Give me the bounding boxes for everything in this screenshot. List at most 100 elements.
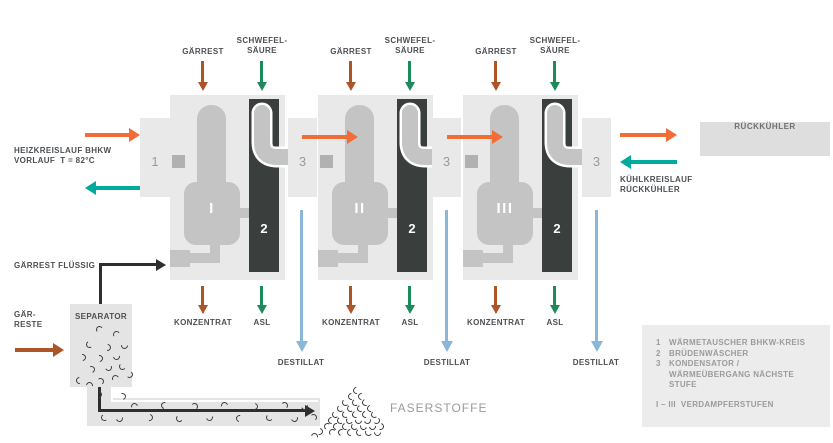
schwefelsaeure-line2: SÄURE bbox=[540, 45, 570, 55]
condenser-number: 3 bbox=[592, 154, 601, 169]
condenser-box: 3 bbox=[288, 118, 317, 197]
konzentrat-label: KONZENTRAT bbox=[173, 318, 232, 327]
legend-text: BRÜDENWÄSCHER bbox=[669, 348, 749, 358]
gaerreste-label: GÄR- RESTE bbox=[14, 310, 42, 329]
legend-text: WÄRMEÜBERGANG NÄCHSTE STUFE bbox=[669, 369, 794, 390]
scrubber-number: 2 bbox=[553, 221, 561, 236]
legend-item: 3 KONDENSATOR / bbox=[656, 359, 816, 370]
vessel-pipe bbox=[210, 245, 220, 258]
evaporator-vessel bbox=[332, 182, 388, 245]
schwefelsaeure-line2: SÄURE bbox=[395, 45, 425, 55]
rueckkuehler-vorlauf-arrow bbox=[620, 133, 666, 137]
schwefelsaeure-arrow bbox=[408, 61, 411, 82]
schwefelsaeure-arrow bbox=[553, 61, 556, 82]
scrubber-number: 2 bbox=[408, 221, 416, 236]
heat-exchanger-number: 1 bbox=[151, 154, 159, 169]
stage-numeral: I bbox=[209, 200, 215, 217]
asl-label: ASL bbox=[253, 318, 271, 327]
kuehlkreislauf-line1: KÜHLKREISLAUF bbox=[620, 175, 693, 184]
gaerrest-label: GÄRREST bbox=[475, 47, 517, 56]
separator-label: SEPARATOR bbox=[74, 312, 128, 321]
destillat-arrow bbox=[445, 210, 448, 341]
separator-box: SEPARATOR bbox=[70, 304, 132, 387]
schwefelsaeure-line1: SCHWEFEL- bbox=[384, 36, 436, 45]
faserstoffe-pipe bbox=[98, 387, 101, 412]
faserstoffe-label: FASERSTOFFE bbox=[390, 401, 488, 415]
konzentrat-arrow bbox=[349, 286, 352, 305]
gaerrest-fluessig-arrow bbox=[99, 263, 156, 266]
destillat-arrow bbox=[300, 210, 303, 341]
vapor-pipe bbox=[399, 102, 432, 168]
schwefelsaeure-arrow bbox=[260, 61, 263, 82]
konzentrat-label: KONZENTRAT bbox=[321, 318, 380, 327]
fiber-speckle bbox=[328, 428, 337, 437]
duct-highlight bbox=[111, 387, 113, 402]
gaerreste-arrow bbox=[15, 348, 53, 352]
evaporator-tube bbox=[197, 105, 226, 185]
legend-item: 2 BRÜDENWÄSCHER bbox=[656, 349, 816, 360]
schwefelsaeure-line1: SCHWEFEL- bbox=[529, 36, 581, 45]
vessel-pipe bbox=[178, 253, 220, 263]
legend-num: 2 bbox=[656, 348, 661, 358]
fiber-speckle bbox=[355, 428, 364, 437]
stage-connector bbox=[172, 155, 185, 168]
gaerrest-fluessig-label: GÄRREST FLÜSSIG bbox=[14, 261, 96, 270]
vapor-pipe bbox=[544, 102, 582, 168]
gaerrest-label: GÄRREST bbox=[330, 47, 372, 56]
fiber-speckle bbox=[280, 401, 289, 410]
destillat-arrow bbox=[595, 210, 598, 341]
stage-transfer-arrow bbox=[447, 135, 492, 139]
stage-connector bbox=[320, 155, 333, 168]
legend-num: 3 bbox=[656, 359, 661, 368]
scrubber-number: 2 bbox=[260, 221, 268, 236]
heizkreislauf-line1: HEIZKREISLAUF BHKW bbox=[14, 146, 112, 155]
legend-item: 1 WÄRMETAUSCHER BHKW-KREIS bbox=[656, 338, 816, 349]
kuehlkreislauf-label: KÜHLKREISLAUF RÜCKKÜHLER bbox=[620, 175, 693, 194]
evaporator-vessel bbox=[184, 182, 240, 245]
vessel-pipe bbox=[358, 245, 368, 258]
asl-label: ASL bbox=[401, 318, 419, 327]
rueckkuehler-box: RÜCKKÜHLER bbox=[700, 122, 830, 156]
schwefelsaeure-label: SCHWEFEL- SÄURE bbox=[380, 36, 440, 55]
heizkreislauf-label: HEIZKREISLAUF BHKW VORLAUF T = 82°C bbox=[14, 146, 111, 165]
heizkreislauf-ruecklauf-arrow bbox=[96, 186, 140, 190]
condenser-number: 3 bbox=[298, 154, 307, 169]
heat-exchanger-box: 1 bbox=[140, 118, 170, 197]
legend-num: 1 bbox=[656, 338, 661, 347]
vessel-pipe bbox=[238, 208, 252, 218]
vessel-pipe bbox=[463, 250, 483, 267]
condenser-box: 3 bbox=[582, 118, 611, 197]
kuehlkreislauf-arrow bbox=[631, 160, 677, 164]
vessel-pipe bbox=[503, 245, 513, 258]
gaerrest-label: GÄRREST bbox=[182, 47, 224, 56]
vessel-pipe bbox=[531, 208, 545, 218]
heizkreislauf-vorlauf-arrow bbox=[85, 133, 129, 137]
fiber-speckle bbox=[191, 403, 198, 410]
legend-item: WÄRMEÜBERGANG NÄCHSTE STUFE bbox=[656, 370, 816, 391]
schwefelsaeure-line2: SÄURE bbox=[247, 45, 277, 55]
faserstoffe-arrow bbox=[98, 409, 305, 412]
gaerrest-arrow bbox=[494, 61, 497, 82]
vessel-pipe bbox=[318, 250, 338, 267]
asl-arrow bbox=[553, 286, 556, 305]
konzentrat-label: KONZENTRAT bbox=[466, 318, 525, 327]
konzentrat-arrow bbox=[494, 286, 497, 305]
fiber-duct-horizontal bbox=[87, 398, 320, 426]
schwefelsaeure-line1: SCHWEFEL- bbox=[236, 36, 288, 45]
condenser-box: 3 bbox=[432, 118, 461, 197]
gaerreste-line2: RESTE bbox=[14, 319, 43, 329]
schwefelsaeure-label: SCHWEFEL- SÄURE bbox=[525, 36, 585, 55]
stage-numeral: III bbox=[496, 200, 514, 217]
gaerrest-arrow bbox=[349, 61, 352, 82]
destillat-label: DESTILLAT bbox=[423, 358, 471, 367]
asl-label: ASL bbox=[546, 318, 564, 327]
gaerrest-fluessig-pipe bbox=[99, 263, 102, 306]
stage-transfer-arrow bbox=[302, 135, 347, 139]
destillat-label: DESTILLAT bbox=[572, 358, 620, 367]
vapor-pipe bbox=[251, 102, 288, 168]
stage-numeral: II bbox=[354, 200, 366, 217]
gaerreste-line1: GÄR- bbox=[14, 310, 36, 319]
evaporator-tube bbox=[490, 105, 519, 185]
vessel-pipe bbox=[326, 253, 368, 263]
